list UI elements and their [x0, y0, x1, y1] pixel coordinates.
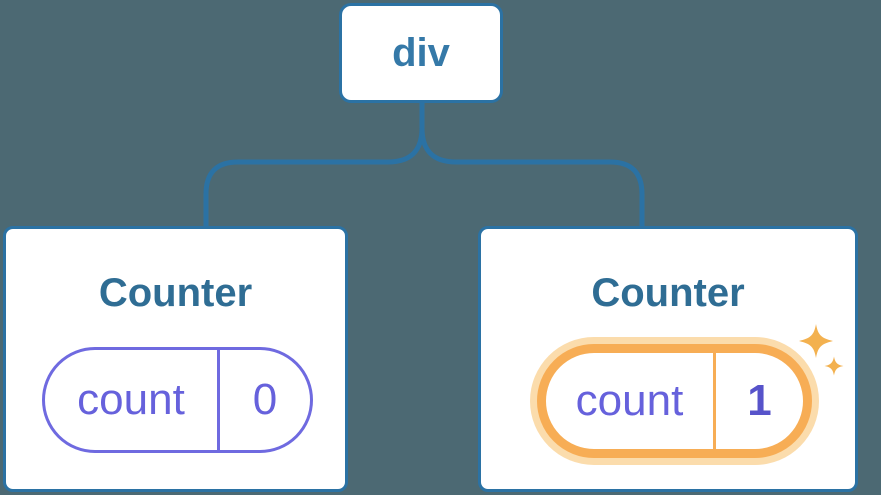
sparkle-large [799, 324, 833, 358]
counter-card-right: Counter count 1 [478, 226, 858, 492]
root-node-label: div [392, 30, 450, 75]
state-key-cell: count [45, 350, 217, 450]
branch-right [419, 100, 645, 230]
root-node: div [339, 3, 503, 103]
state-value-cell: 1 [713, 353, 803, 449]
state-value-label: 0 [252, 375, 278, 424]
branch-left [203, 100, 425, 230]
state-value-cell: 0 [217, 350, 310, 450]
state-key-cell: count [546, 353, 713, 449]
state-pill-highlighted: count 1 [537, 344, 812, 458]
state-value-label: 1 [747, 376, 772, 425]
state-key-label: count [77, 375, 185, 424]
state-pill: count 0 [42, 347, 313, 453]
card-title: Counter [591, 271, 745, 315]
sparkles-icon [799, 324, 844, 376]
card-title: Counter [98, 271, 253, 315]
state-key-label: count [575, 376, 684, 425]
sparkle-small [824, 356, 844, 376]
counter-card-left: Counter count 0 [3, 226, 348, 492]
